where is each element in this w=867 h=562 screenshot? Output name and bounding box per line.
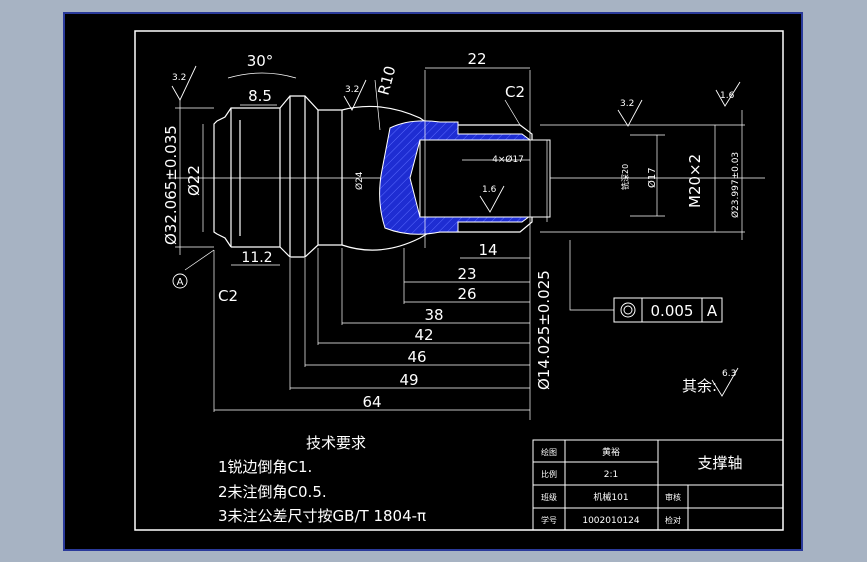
tb-r3-value: 机械101 (593, 491, 628, 503)
rough-32a: 3.2 (172, 73, 186, 83)
roughness-mark-32c (617, 99, 643, 127)
notes-line1: 1锐边倒角C1. (218, 458, 312, 476)
tol-leader (569, 240, 614, 311)
tb-r3-label: 班级 (541, 492, 557, 502)
dim-22: 22 (467, 50, 486, 68)
rough-16a: 1.6 (482, 185, 497, 195)
dim-112-text: 11.2 (241, 250, 272, 266)
rough-32c: 3.2 (620, 99, 634, 109)
dim-c2-bottom: C2 (218, 287, 238, 305)
dim-23: 23 (457, 265, 476, 283)
title-block-texts: 绘图 黄裕 比例 2:1 班级 机械101 学号 1002010124 支撑轴 … (541, 446, 743, 526)
rest-label: 其余: (682, 377, 717, 395)
dim-42: 42 (414, 326, 433, 344)
tol-box (613, 297, 723, 323)
dim-26: 26 (457, 285, 476, 303)
dimension-lines (175, 67, 745, 420)
c2-bottom-leader (184, 249, 215, 271)
roughness-mark-63 (711, 367, 739, 397)
notes-line2: 2未注倒角C0.5. (218, 483, 327, 501)
tol-value: 0.005 (651, 302, 694, 320)
drawing-frame (134, 30, 784, 531)
c2-top-leader (504, 99, 521, 126)
dim-m20-text: M20×2 (686, 154, 704, 208)
bore-cavity (419, 139, 551, 218)
datum-label: A (177, 277, 184, 288)
dim-angle: 30° (247, 52, 274, 70)
paper-sheet (63, 12, 803, 551)
notes-title: 技术要求 (306, 434, 366, 452)
outline-arc-bottom (341, 231, 431, 251)
bore-tip (409, 139, 421, 218)
tol-datum: A (707, 302, 718, 320)
roughness-mark-16b (715, 81, 741, 107)
tb-check: 检对 (665, 515, 681, 525)
tb-r4-value: 1002010124 (582, 516, 640, 526)
roughness-mark-16a (479, 185, 505, 213)
concentricity-outer (620, 302, 636, 318)
title-block (532, 439, 784, 531)
dim-14: 14 (478, 241, 497, 259)
dim-dia24-text: Ø24 (354, 171, 365, 190)
dim-85: 8.5 (248, 87, 272, 105)
rough-16b: 1.6 (720, 91, 735, 101)
tb-review: 审核 (665, 492, 681, 502)
tb-r1-label: 绘图 (541, 447, 557, 457)
dim-c2-top: C2 (505, 83, 525, 101)
dim-holes: 4×Ø17 (492, 154, 524, 165)
datum-circle (172, 273, 188, 289)
tb-r2-value: 2:1 (604, 470, 618, 480)
roughness-mark-32b (343, 79, 367, 111)
outline-left-flange (213, 107, 280, 248)
tb-r4-label: 学号 (541, 515, 557, 525)
rough-32b: 3.2 (345, 85, 359, 95)
notes-line3: 3未注公差尺寸按GB/T 1804-π (218, 507, 426, 525)
dim-dia32-text: Ø32.065±0.035 (162, 125, 180, 245)
dim-49: 49 (399, 371, 418, 389)
dim-dia14-text: Ø14.025±0.025 (535, 270, 553, 390)
roughness-mark-32a (171, 65, 197, 101)
tb-r1-value: 黄裕 (602, 446, 620, 458)
tb-part-name: 支撑轴 (697, 454, 742, 472)
rest-value: 6.3 (722, 369, 736, 379)
dim-46: 46 (407, 348, 426, 366)
tb-r2-label: 比例 (541, 469, 557, 479)
dim-thread-len: 铣深20 (620, 164, 630, 190)
dim-dia17-text: Ø17 (646, 167, 658, 188)
dim-64: 64 (362, 393, 381, 411)
dimension-texts: 30° 8.5 R10 C2 22 Ø32.065±0.035 Ø22 Ø24 … (162, 50, 741, 411)
tolerance-frame (613, 297, 723, 323)
roughness-marks (171, 65, 741, 397)
dim-38: 38 (424, 306, 443, 324)
r10-leader (374, 79, 381, 131)
technical-notes: 技术要求 1锐边倒角C1. 2未注倒角C0.5. 3未注公差尺寸按GB/T 18… (218, 434, 426, 525)
dim-dia23-text: Ø23.997±0.03 (730, 152, 741, 218)
concentricity-inner (623, 305, 633, 315)
dim-dia22-text: Ø22 (185, 165, 203, 196)
angle-arc (227, 72, 297, 79)
